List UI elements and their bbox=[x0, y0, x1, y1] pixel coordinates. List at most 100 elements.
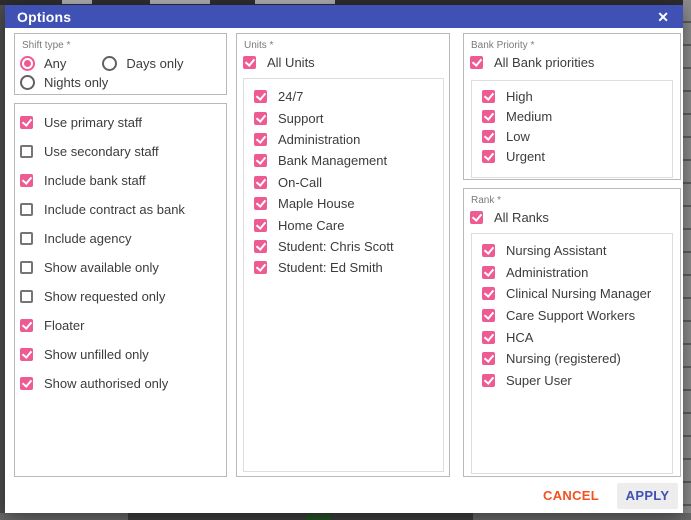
checked-checkbox-icon[interactable] bbox=[254, 239, 267, 253]
checked-checkbox-icon[interactable] bbox=[482, 89, 495, 103]
checked-checkbox-icon[interactable] bbox=[482, 244, 495, 258]
unit-checkbox[interactable]: Maple House bbox=[244, 193, 443, 214]
checked-checkbox-icon[interactable] bbox=[482, 352, 495, 366]
checked-checkbox-icon[interactable] bbox=[243, 55, 256, 69]
background-fragment bbox=[128, 513, 473, 520]
checkbox-label: All Units bbox=[267, 54, 315, 70]
checkbox-label: All Bank priorities bbox=[494, 54, 595, 70]
unit-checkbox[interactable]: 24/7 bbox=[244, 86, 443, 107]
unit-checkbox[interactable]: Student: Ed Smith bbox=[244, 257, 443, 278]
shift-type-radio[interactable]: Nights only bbox=[20, 73, 226, 92]
unit-checkbox[interactable]: On-Call bbox=[244, 172, 443, 193]
filter-checkbox[interactable]: Floater bbox=[15, 311, 226, 340]
unit-checkbox[interactable]: Support bbox=[244, 107, 443, 128]
filter-checkbox[interactable]: Use secondary staff bbox=[15, 137, 226, 166]
checked-checkbox-icon[interactable] bbox=[254, 111, 267, 125]
checked-checkbox-icon[interactable] bbox=[254, 90, 267, 104]
checked-checkbox-icon[interactable] bbox=[20, 319, 33, 332]
checked-checkbox-icon[interactable] bbox=[482, 129, 495, 143]
filter-checkbox[interactable]: Include bank staff bbox=[15, 166, 226, 195]
checked-checkbox-icon[interactable] bbox=[20, 116, 33, 129]
unit-checkbox[interactable]: Student: Chris Scott bbox=[244, 236, 443, 257]
radio-icon[interactable] bbox=[102, 56, 118, 71]
checked-checkbox-icon[interactable] bbox=[254, 197, 267, 211]
filter-checkbox[interactable]: Show authorised only bbox=[15, 369, 226, 398]
checkbox-label: Bank Management bbox=[278, 153, 388, 169]
unit-checkbox[interactable]: Administration bbox=[244, 129, 443, 150]
checked-checkbox-icon[interactable] bbox=[482, 330, 495, 344]
checked-checkbox-icon[interactable] bbox=[482, 373, 495, 387]
unchecked-checkbox-icon[interactable] bbox=[20, 232, 33, 245]
checked-checkbox-icon[interactable] bbox=[254, 154, 267, 168]
apply-button[interactable]: APPLY bbox=[617, 482, 678, 509]
checked-checkbox-icon[interactable] bbox=[20, 174, 33, 187]
filter-checkbox[interactable]: Show available only bbox=[15, 253, 226, 282]
checkbox-label: 24/7 bbox=[278, 89, 304, 105]
checked-checkbox-icon[interactable] bbox=[20, 348, 33, 361]
all-ranks-checkbox[interactable]: All Ranks bbox=[464, 207, 680, 227]
dialog-title: Options bbox=[17, 8, 72, 25]
checked-checkbox-icon[interactable] bbox=[254, 218, 267, 232]
units-legend: Units * bbox=[244, 40, 274, 51]
rank-checkbox[interactable]: Nursing (registered) bbox=[472, 348, 672, 370]
filter-checkbox[interactable]: Show unfilled only bbox=[15, 340, 226, 369]
unchecked-checkbox-icon[interactable] bbox=[20, 290, 33, 303]
checkbox-label: Floater bbox=[44, 318, 85, 333]
radio-icon[interactable] bbox=[20, 75, 35, 90]
bank-priority-checkbox[interactable]: Medium bbox=[472, 106, 672, 126]
checked-checkbox-icon[interactable] bbox=[254, 261, 267, 275]
filter-checkbox[interactable]: Use primary staff bbox=[15, 108, 226, 137]
checkbox-label: Student: Ed Smith bbox=[278, 260, 383, 276]
checkbox-label: Home Care bbox=[278, 217, 345, 233]
checked-checkbox-icon[interactable] bbox=[20, 377, 33, 390]
filter-checkbox[interactable]: Show requested only bbox=[15, 282, 226, 311]
radio-label: Nights only bbox=[44, 75, 109, 90]
selected-radio-icon[interactable] bbox=[20, 56, 35, 71]
unchecked-checkbox-icon[interactable] bbox=[20, 261, 33, 274]
checkbox-label: Nursing Assistant bbox=[506, 243, 607, 259]
bank-priority-checkbox[interactable]: Low bbox=[472, 126, 672, 146]
checkbox-label: Support bbox=[278, 110, 324, 126]
checked-checkbox-icon[interactable] bbox=[470, 210, 483, 224]
background-fragment bbox=[306, 514, 331, 520]
all-units-checkbox[interactable]: All Units bbox=[237, 52, 449, 72]
rank-checkbox[interactable]: Clinical Nursing Manager bbox=[472, 283, 672, 305]
checked-checkbox-icon[interactable] bbox=[254, 132, 267, 146]
rank-checkbox[interactable]: HCA bbox=[472, 326, 672, 348]
shift-type-radio[interactable]: Any bbox=[20, 54, 102, 73]
unchecked-checkbox-icon[interactable] bbox=[20, 145, 33, 158]
rank-checkbox[interactable]: Administration bbox=[472, 262, 672, 284]
unchecked-checkbox-icon[interactable] bbox=[20, 203, 33, 216]
filter-checkbox[interactable]: Include contract as bank bbox=[15, 195, 226, 224]
checked-checkbox-icon[interactable] bbox=[482, 109, 495, 123]
rank-checkbox[interactable]: Super User bbox=[472, 370, 672, 392]
cancel-button[interactable]: CANCEL bbox=[535, 482, 607, 509]
all-bank-priorities-checkbox[interactable]: All Bank priorities bbox=[464, 52, 680, 72]
close-icon[interactable]: ✕ bbox=[657, 8, 669, 25]
checked-checkbox-icon[interactable] bbox=[470, 55, 483, 69]
bank-priority-group: Bank Priority * All Bank priorities High… bbox=[463, 33, 681, 180]
unit-checkbox[interactable]: Home Care bbox=[244, 214, 443, 235]
unit-checkbox[interactable]: Bank Management bbox=[244, 150, 443, 171]
checkbox-label: Medium bbox=[506, 108, 553, 124]
checked-checkbox-icon[interactable] bbox=[482, 149, 495, 163]
background-table-strip bbox=[683, 0, 691, 520]
rank-checkbox[interactable]: Care Support Workers bbox=[472, 305, 672, 327]
checkbox-label: Show authorised only bbox=[44, 376, 169, 391]
radio-label: Any bbox=[44, 56, 67, 71]
checked-checkbox-icon[interactable] bbox=[482, 309, 495, 323]
checked-checkbox-icon[interactable] bbox=[482, 265, 495, 279]
checked-checkbox-icon[interactable] bbox=[254, 175, 267, 189]
checkbox-label: Use primary staff bbox=[44, 115, 143, 130]
checkbox-label: All Ranks bbox=[494, 209, 549, 225]
bank-priority-checkbox[interactable]: Urgent bbox=[472, 146, 672, 166]
rank-checkbox[interactable]: Nursing Assistant bbox=[472, 240, 672, 262]
checked-checkbox-icon[interactable] bbox=[482, 287, 495, 301]
bank-priority-checkbox[interactable]: High bbox=[472, 86, 672, 106]
filter-checkbox[interactable]: Include agency bbox=[15, 224, 226, 253]
shift-type-radio[interactable]: Days only bbox=[102, 54, 221, 73]
